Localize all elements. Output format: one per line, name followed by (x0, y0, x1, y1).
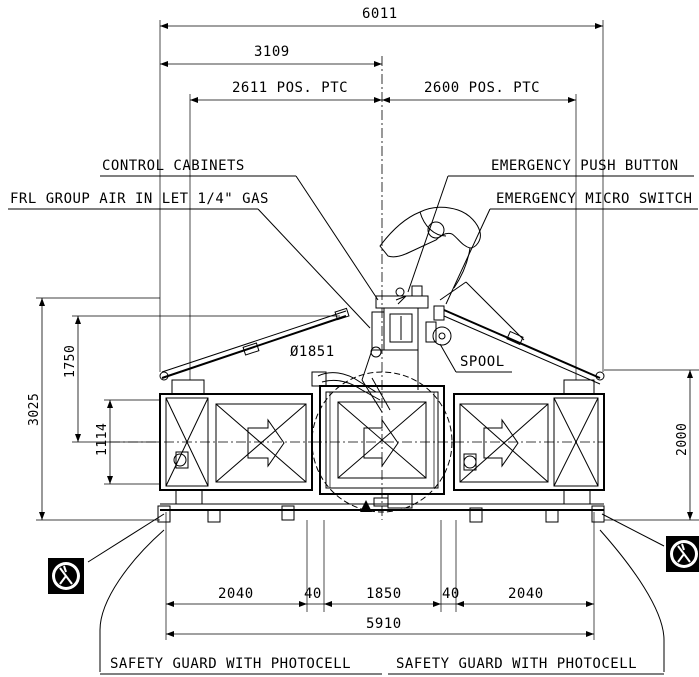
dim-height-total: 3025 (27, 393, 42, 426)
dim-overall-width-top: 6011 (362, 6, 398, 22)
bottom-captions: SAFETY GUARD WITH PHOTOCELL SAFETY GUARD… (100, 656, 664, 675)
left-dimensions: 3025 1750 1114 (27, 297, 340, 521)
top-dimensions: 6011 3109 2611 POS. PTC 2600 POS. PTC (159, 6, 604, 520)
label-safety-guard-right: SAFETY GUARD WITH PHOTOCELL (396, 656, 637, 672)
dim-height-box: 1114 (95, 423, 110, 456)
right-module (453, 371, 605, 505)
dim-bottom-left-span: 2040 (218, 586, 254, 602)
safety-guard-leaders (87, 513, 665, 672)
dim-gap-right: 40 (442, 586, 460, 602)
right-dimensions: 2000 (604, 369, 699, 521)
callouts: CONTROL CABINETS FRL GROUP AIR IN LET 1/… (8, 158, 698, 373)
dim-center-span: 1850 (366, 586, 402, 602)
dim-pos-ptc-left: 2611 POS. PTC (232, 80, 348, 96)
dim-height-upper: 1750 (63, 345, 78, 378)
dim-half-width: 3109 (254, 44, 290, 60)
dim-bottom-right-span: 2040 (508, 586, 544, 602)
photocell-icon-left (48, 558, 84, 594)
label-spool: SPOOL (460, 354, 505, 370)
photocell-icon-right (666, 536, 699, 572)
label-emergency-push-button: EMERGENCY PUSH BUTTON (491, 158, 679, 174)
label-spool-diameter: Ø1851 (290, 344, 335, 360)
dim-height-right: 2000 (675, 423, 690, 456)
dim-gap-left: 40 (304, 586, 322, 602)
center-module (311, 371, 454, 513)
label-control-cabinets: CONTROL CABINETS (102, 158, 245, 174)
label-emergency-micro-switch: EMERGENCY MICRO SWITCH (496, 191, 692, 207)
control-cabinet (311, 285, 452, 413)
operator-figure (379, 206, 481, 289)
label-safety-guard-left: SAFETY GUARD WITH PHOTOCELL (110, 656, 351, 672)
dim-overall-width-bottom: 5910 (366, 616, 402, 632)
base-rail (157, 503, 605, 523)
guard-arms (161, 281, 601, 385)
label-frl-group: FRL GROUP AIR IN LET 1/4" GAS (10, 191, 269, 207)
bottom-dimensions: 2040 40 1850 40 2040 5910 (165, 512, 595, 640)
dim-pos-ptc-right: 2600 POS. PTC (424, 80, 540, 96)
